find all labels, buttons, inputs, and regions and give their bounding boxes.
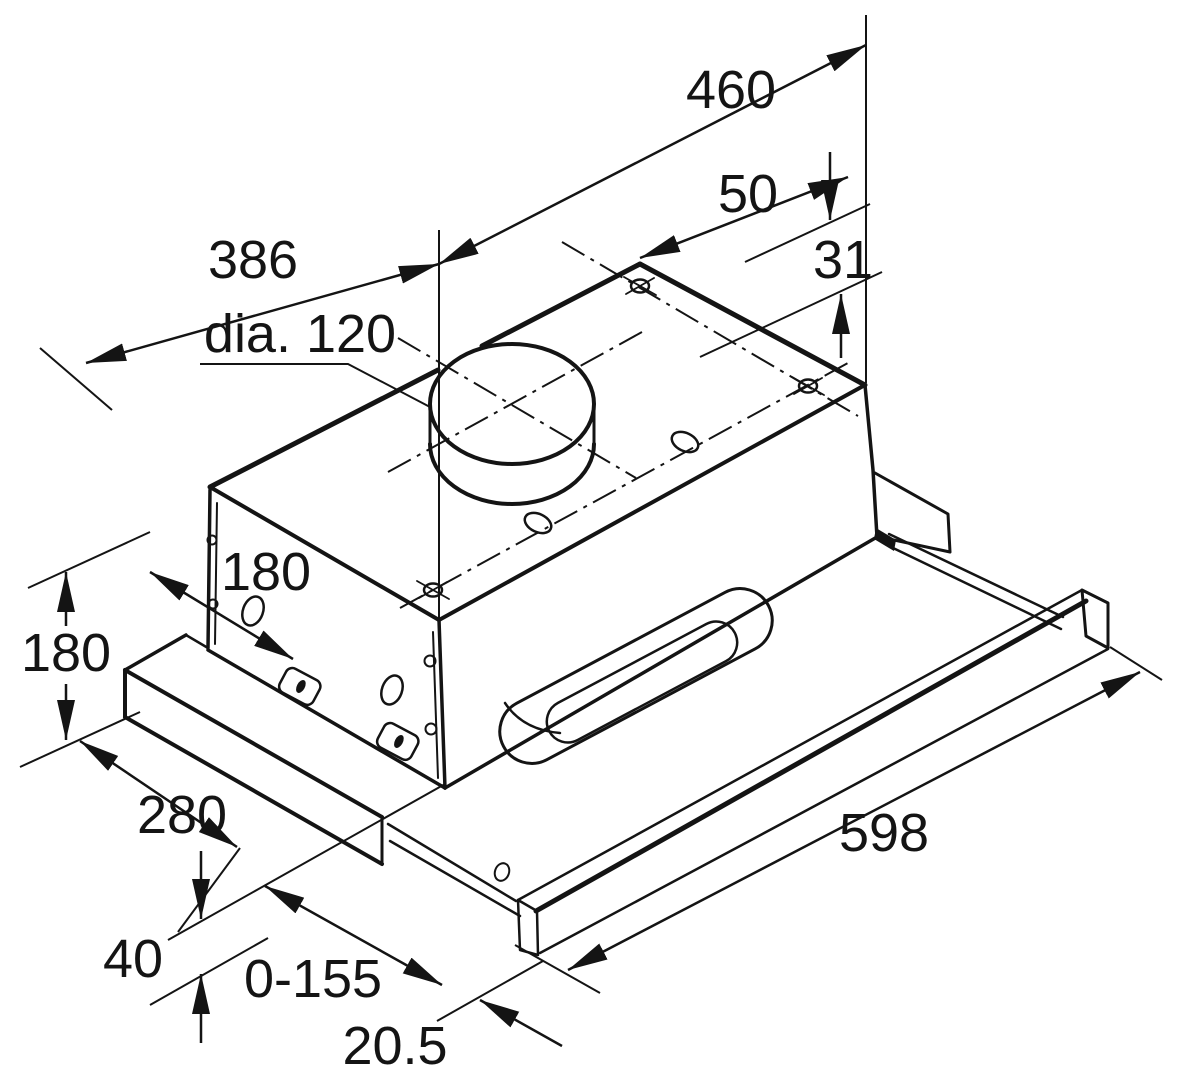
dim-line-460 <box>438 43 867 266</box>
pullout-visor <box>498 587 1110 957</box>
oval-hole-top <box>523 511 553 535</box>
centerline-top-v <box>399 362 849 609</box>
dim-label-depth-overall: 460 <box>686 60 776 120</box>
screw-hole <box>623 276 657 296</box>
dim-label-panel-thickness: 20.5 <box>342 1016 447 1076</box>
tick-598-left <box>514 944 601 994</box>
tick-180-top <box>27 531 151 589</box>
ref-205 <box>436 960 544 1022</box>
mounting-bracket <box>277 666 322 707</box>
visor-left-cap <box>516 898 540 957</box>
oval-hole-top <box>670 430 700 454</box>
flange-hole <box>206 534 218 546</box>
slide-mount <box>874 528 896 551</box>
top-face-rear-right-edge <box>637 261 868 388</box>
duct-collar <box>387 331 643 506</box>
panel-left-flange <box>214 502 218 645</box>
side-bracket <box>873 471 952 554</box>
dim-line-180-inner <box>149 570 294 661</box>
rail-hole <box>493 862 511 882</box>
panel-right-flange <box>432 631 439 779</box>
screw-hole <box>791 376 825 396</box>
visor-right-cap <box>1080 588 1110 650</box>
body-bottom-front-edge <box>443 535 879 790</box>
body-right-edge <box>863 383 879 539</box>
dim-label-duct-position: 386 <box>208 230 298 290</box>
tick-280-right <box>177 847 241 933</box>
ref-31-lower <box>699 271 883 358</box>
chassis-top-strip <box>123 633 188 672</box>
dim-label-hole-offset: 31 <box>813 230 873 290</box>
dimensions: 460 50 31 386 dia. 120 180 180 280 40 0-… <box>19 15 1163 1076</box>
dim-label-rear-clearance: 50 <box>718 164 778 224</box>
collar-wall <box>428 442 596 506</box>
panel-left-edge <box>206 488 212 650</box>
chassis-back-strip <box>184 633 210 650</box>
rail-right-top <box>887 532 1065 619</box>
dim-line-598 <box>567 670 1141 972</box>
dim-line-0-155 <box>264 884 443 987</box>
top-face-front-right-edge <box>437 383 867 622</box>
dim-label-gap: 40 <box>103 929 163 989</box>
chassis-top-edge <box>123 668 384 819</box>
dim-line-50 <box>639 175 849 260</box>
dim-label-depth-body: 180 <box>221 542 311 602</box>
dim-line-280 <box>79 739 238 849</box>
screw-hole <box>416 580 450 600</box>
collar-sides <box>428 402 596 446</box>
top-face-rear-left-edge <box>207 367 441 490</box>
dim-label-height-body: 180 <box>21 623 111 683</box>
flange-hole <box>423 654 437 668</box>
tick-180-bottom <box>19 711 141 768</box>
dim-arrow-205 <box>479 998 563 1048</box>
panel-bottom-edge <box>206 648 447 790</box>
tick-386-left <box>39 347 113 411</box>
dim-label-width-front: 598 <box>839 803 929 863</box>
top-face-rear-left-edge2 <box>479 261 643 349</box>
ref-40-lower <box>149 937 269 1006</box>
rail-left-top <box>386 822 518 903</box>
dim-label-pullout-travel: 0-155 <box>244 949 382 1009</box>
oval-hole-panel <box>380 674 404 706</box>
leader-duct-dia <box>200 363 431 408</box>
collar-centerline-v <box>387 331 643 473</box>
flange-hole <box>424 722 438 736</box>
dim-line-386 <box>85 262 440 365</box>
dim-label-depth-chassis: 280 <box>137 785 227 845</box>
rail-right-bottom <box>889 545 1063 631</box>
mounting-bracket <box>375 721 420 762</box>
panel-right-edge <box>437 618 447 790</box>
tick-598-right <box>1109 646 1163 681</box>
ref-40-upper <box>167 783 446 941</box>
handle-fold <box>503 701 562 735</box>
top-face-front-left-edge <box>208 485 441 622</box>
dim-label-duct-diameter: dia. 120 <box>204 304 396 364</box>
visor-bottom-edge <box>538 647 1110 955</box>
rail-left-bottom <box>388 839 522 918</box>
